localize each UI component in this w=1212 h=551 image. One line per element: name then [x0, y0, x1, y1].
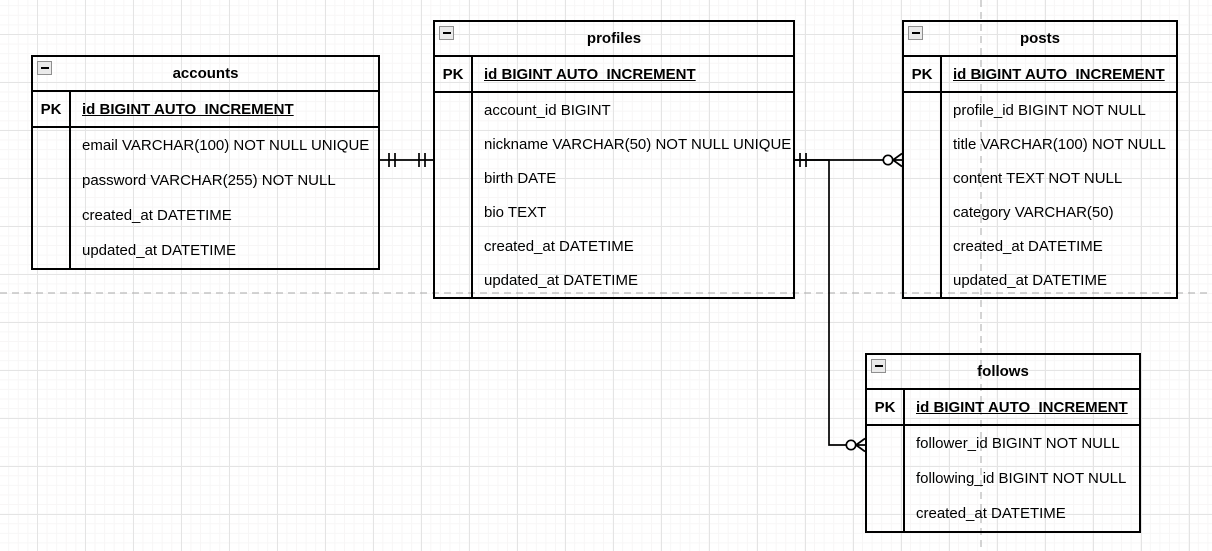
table-header[interactable]: profiles [435, 22, 793, 57]
field-text: birth DATE [484, 169, 557, 187]
key-column-gutter [33, 128, 71, 268]
primary-key-row[interactable]: PK id BIGINT AUTO_INCREMENT [867, 390, 1139, 426]
field-text: created_at DATETIME [953, 237, 1103, 255]
key-column-gutter [435, 93, 473, 297]
field-row[interactable]: updated_at DATETIME [71, 233, 378, 268]
field-row[interactable]: updated_at DATETIME [473, 263, 793, 297]
field-text: content TEXT NOT NULL [953, 169, 1123, 187]
relationship-accounts-profiles[interactable] [380, 153, 433, 167]
one-marker-accounts-end [388, 153, 396, 167]
field-row[interactable]: birth DATE [473, 161, 793, 195]
field-text: updated_at DATETIME [484, 271, 638, 289]
field-text: created_at DATETIME [484, 237, 634, 255]
field-row[interactable]: created_at DATETIME [71, 198, 378, 233]
pk-field: id BIGINT AUTO_INCREMENT [484, 65, 696, 83]
relationship-profiles-posts[interactable] [795, 152, 903, 168]
pk-field: id BIGINT AUTO_INCREMENT [916, 398, 1128, 416]
field-text: follower_id BIGINT NOT NULL [916, 435, 1120, 452]
table-title: accounts [172, 65, 239, 82]
relationship-line[interactable] [795, 159, 846, 446]
field-row[interactable]: created_at DATETIME [473, 229, 793, 263]
zero-or-many-marker-follows-end [845, 437, 866, 453]
entity-table-profiles[interactable]: profiles PK id BIGINT AUTO_INCREMENT acc… [433, 20, 795, 299]
pk-label: PK [904, 57, 942, 91]
field-text: title VARCHAR(100) NOT NULL [953, 135, 1166, 153]
field-text: updated_at DATETIME [953, 271, 1107, 289]
pk-label: PK [33, 92, 71, 126]
zero-or-many-marker-posts-end [882, 152, 903, 168]
field-row[interactable]: email VARCHAR(100) NOT NULL UNIQUE [71, 128, 378, 163]
pk-label: PK [867, 390, 905, 424]
entity-table-follows[interactable]: follows PK id BIGINT AUTO_INCREMENT foll… [865, 353, 1141, 533]
field-row[interactable]: updated_at DATETIME [942, 263, 1176, 297]
relationship-profiles-follows[interactable] [795, 159, 866, 453]
pk-field: id BIGINT AUTO_INCREMENT [82, 100, 294, 118]
field-row[interactable]: password VARCHAR(255) NOT NULL [71, 163, 378, 198]
field-text: category VARCHAR(50) [953, 203, 1114, 221]
entity-table-accounts[interactable]: accounts PK id BIGINT AUTO_INCREMENT ema… [31, 55, 380, 270]
collapse-minus-icon[interactable] [439, 26, 454, 40]
field-row[interactable]: content TEXT NOT NULL [942, 161, 1176, 195]
field-row[interactable]: follower_id BIGINT NOT NULL [905, 426, 1139, 461]
primary-key-row[interactable]: PK id BIGINT AUTO_INCREMENT [435, 57, 793, 93]
table-title: posts [1019, 30, 1060, 47]
primary-key-row[interactable]: PK id BIGINT AUTO_INCREMENT [33, 92, 378, 128]
field-text: nickname VARCHAR(50) NOT NULL UNIQUE [484, 135, 792, 153]
field-row[interactable]: bio TEXT [473, 195, 793, 229]
table-header[interactable]: accounts [33, 57, 378, 92]
pk-label: PK [435, 57, 473, 91]
field-row[interactable]: title VARCHAR(100) NOT NULL [942, 127, 1176, 161]
field-text: account_id BIGINT [484, 101, 611, 119]
field-text: password VARCHAR(255) NOT NULL [82, 172, 336, 189]
field-row[interactable]: following_id BIGINT NOT NULL [905, 461, 1139, 496]
table-header[interactable]: posts [904, 22, 1176, 57]
pk-field: id BIGINT AUTO_INCREMENT [953, 65, 1165, 83]
one-marker-profiles-end [418, 153, 426, 167]
field-text: email VARCHAR(100) NOT NULL UNIQUE [82, 137, 370, 154]
field-row[interactable]: account_id BIGINT [473, 93, 793, 127]
field-text: updated_at DATETIME [82, 242, 236, 259]
field-row[interactable]: created_at DATETIME [905, 496, 1139, 531]
field-text: bio TEXT [484, 203, 547, 221]
field-row[interactable]: category VARCHAR(50) [942, 195, 1176, 229]
field-text: created_at DATETIME [82, 207, 232, 224]
field-text: created_at DATETIME [916, 505, 1066, 522]
table-title: profiles [586, 30, 642, 47]
field-row[interactable]: profile_id BIGINT NOT NULL [942, 93, 1176, 127]
primary-key-row[interactable]: PK id BIGINT AUTO_INCREMENT [904, 57, 1176, 93]
table-header[interactable]: follows [867, 355, 1139, 390]
key-column-gutter [904, 93, 942, 297]
one-marker-profiles-end [799, 153, 807, 167]
collapse-minus-icon[interactable] [908, 26, 923, 40]
entity-table-posts[interactable]: posts PK id BIGINT AUTO_INCREMENT profil… [902, 20, 1178, 299]
field-row[interactable]: nickname VARCHAR(50) NOT NULL UNIQUE [473, 127, 793, 161]
collapse-minus-icon[interactable] [37, 61, 52, 75]
collapse-minus-icon[interactable] [871, 359, 886, 373]
table-title: follows [977, 363, 1029, 380]
key-column-gutter [867, 426, 905, 531]
field-row[interactable]: created_at DATETIME [942, 229, 1176, 263]
field-text: following_id BIGINT NOT NULL [916, 470, 1127, 487]
field-text: profile_id BIGINT NOT NULL [953, 101, 1146, 119]
